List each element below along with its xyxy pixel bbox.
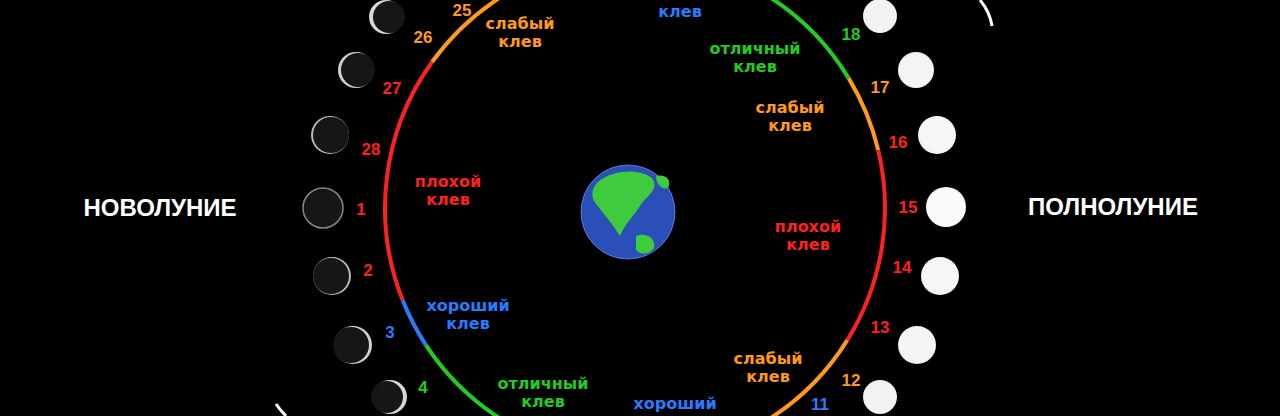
bite-label: клев <box>658 3 702 21</box>
day-number: 13 <box>871 319 890 338</box>
day-number: 18 <box>842 26 861 45</box>
day-number: 3 <box>385 324 394 343</box>
day-number: 15 <box>899 199 918 218</box>
bite-label: слабый клев <box>756 99 825 134</box>
bite-label: хороший клев <box>426 297 509 332</box>
day-number: 2 <box>363 262 372 281</box>
bite-label: хороший <box>633 395 716 413</box>
day-number: 27 <box>383 80 402 99</box>
day-number: 17 <box>871 79 890 98</box>
day-number: 25 <box>453 2 472 21</box>
bite-label: отличный клев <box>710 40 801 75</box>
day-number: 1 <box>356 201 365 220</box>
day-number: 28 <box>362 141 381 160</box>
bite-label: слабый клев <box>486 15 555 50</box>
day-number: 4 <box>418 379 427 398</box>
ring-segment <box>847 150 885 340</box>
phase-title: ПОЛНОЛУНИЕ <box>1028 194 1198 220</box>
bite-label: плохой клев <box>775 218 841 253</box>
day-number: 12 <box>842 372 861 391</box>
day-number: 14 <box>893 259 912 278</box>
bite-label: отличный клев <box>498 375 589 410</box>
day-number: 26 <box>414 29 433 48</box>
day-number: 11 <box>811 396 829 415</box>
bite-label: плохой клев <box>415 173 481 208</box>
earth <box>581 165 675 259</box>
bite-label: слабый клев <box>734 350 803 385</box>
moon-phases <box>303 0 966 414</box>
corner-arc <box>980 0 992 26</box>
day-number: 16 <box>889 134 908 153</box>
ring-segment <box>426 345 592 416</box>
ring-segment <box>432 0 570 62</box>
corner-arc <box>276 404 286 416</box>
ring-segment <box>403 300 426 345</box>
phase-title: НОВОЛУНИЕ <box>83 195 236 221</box>
